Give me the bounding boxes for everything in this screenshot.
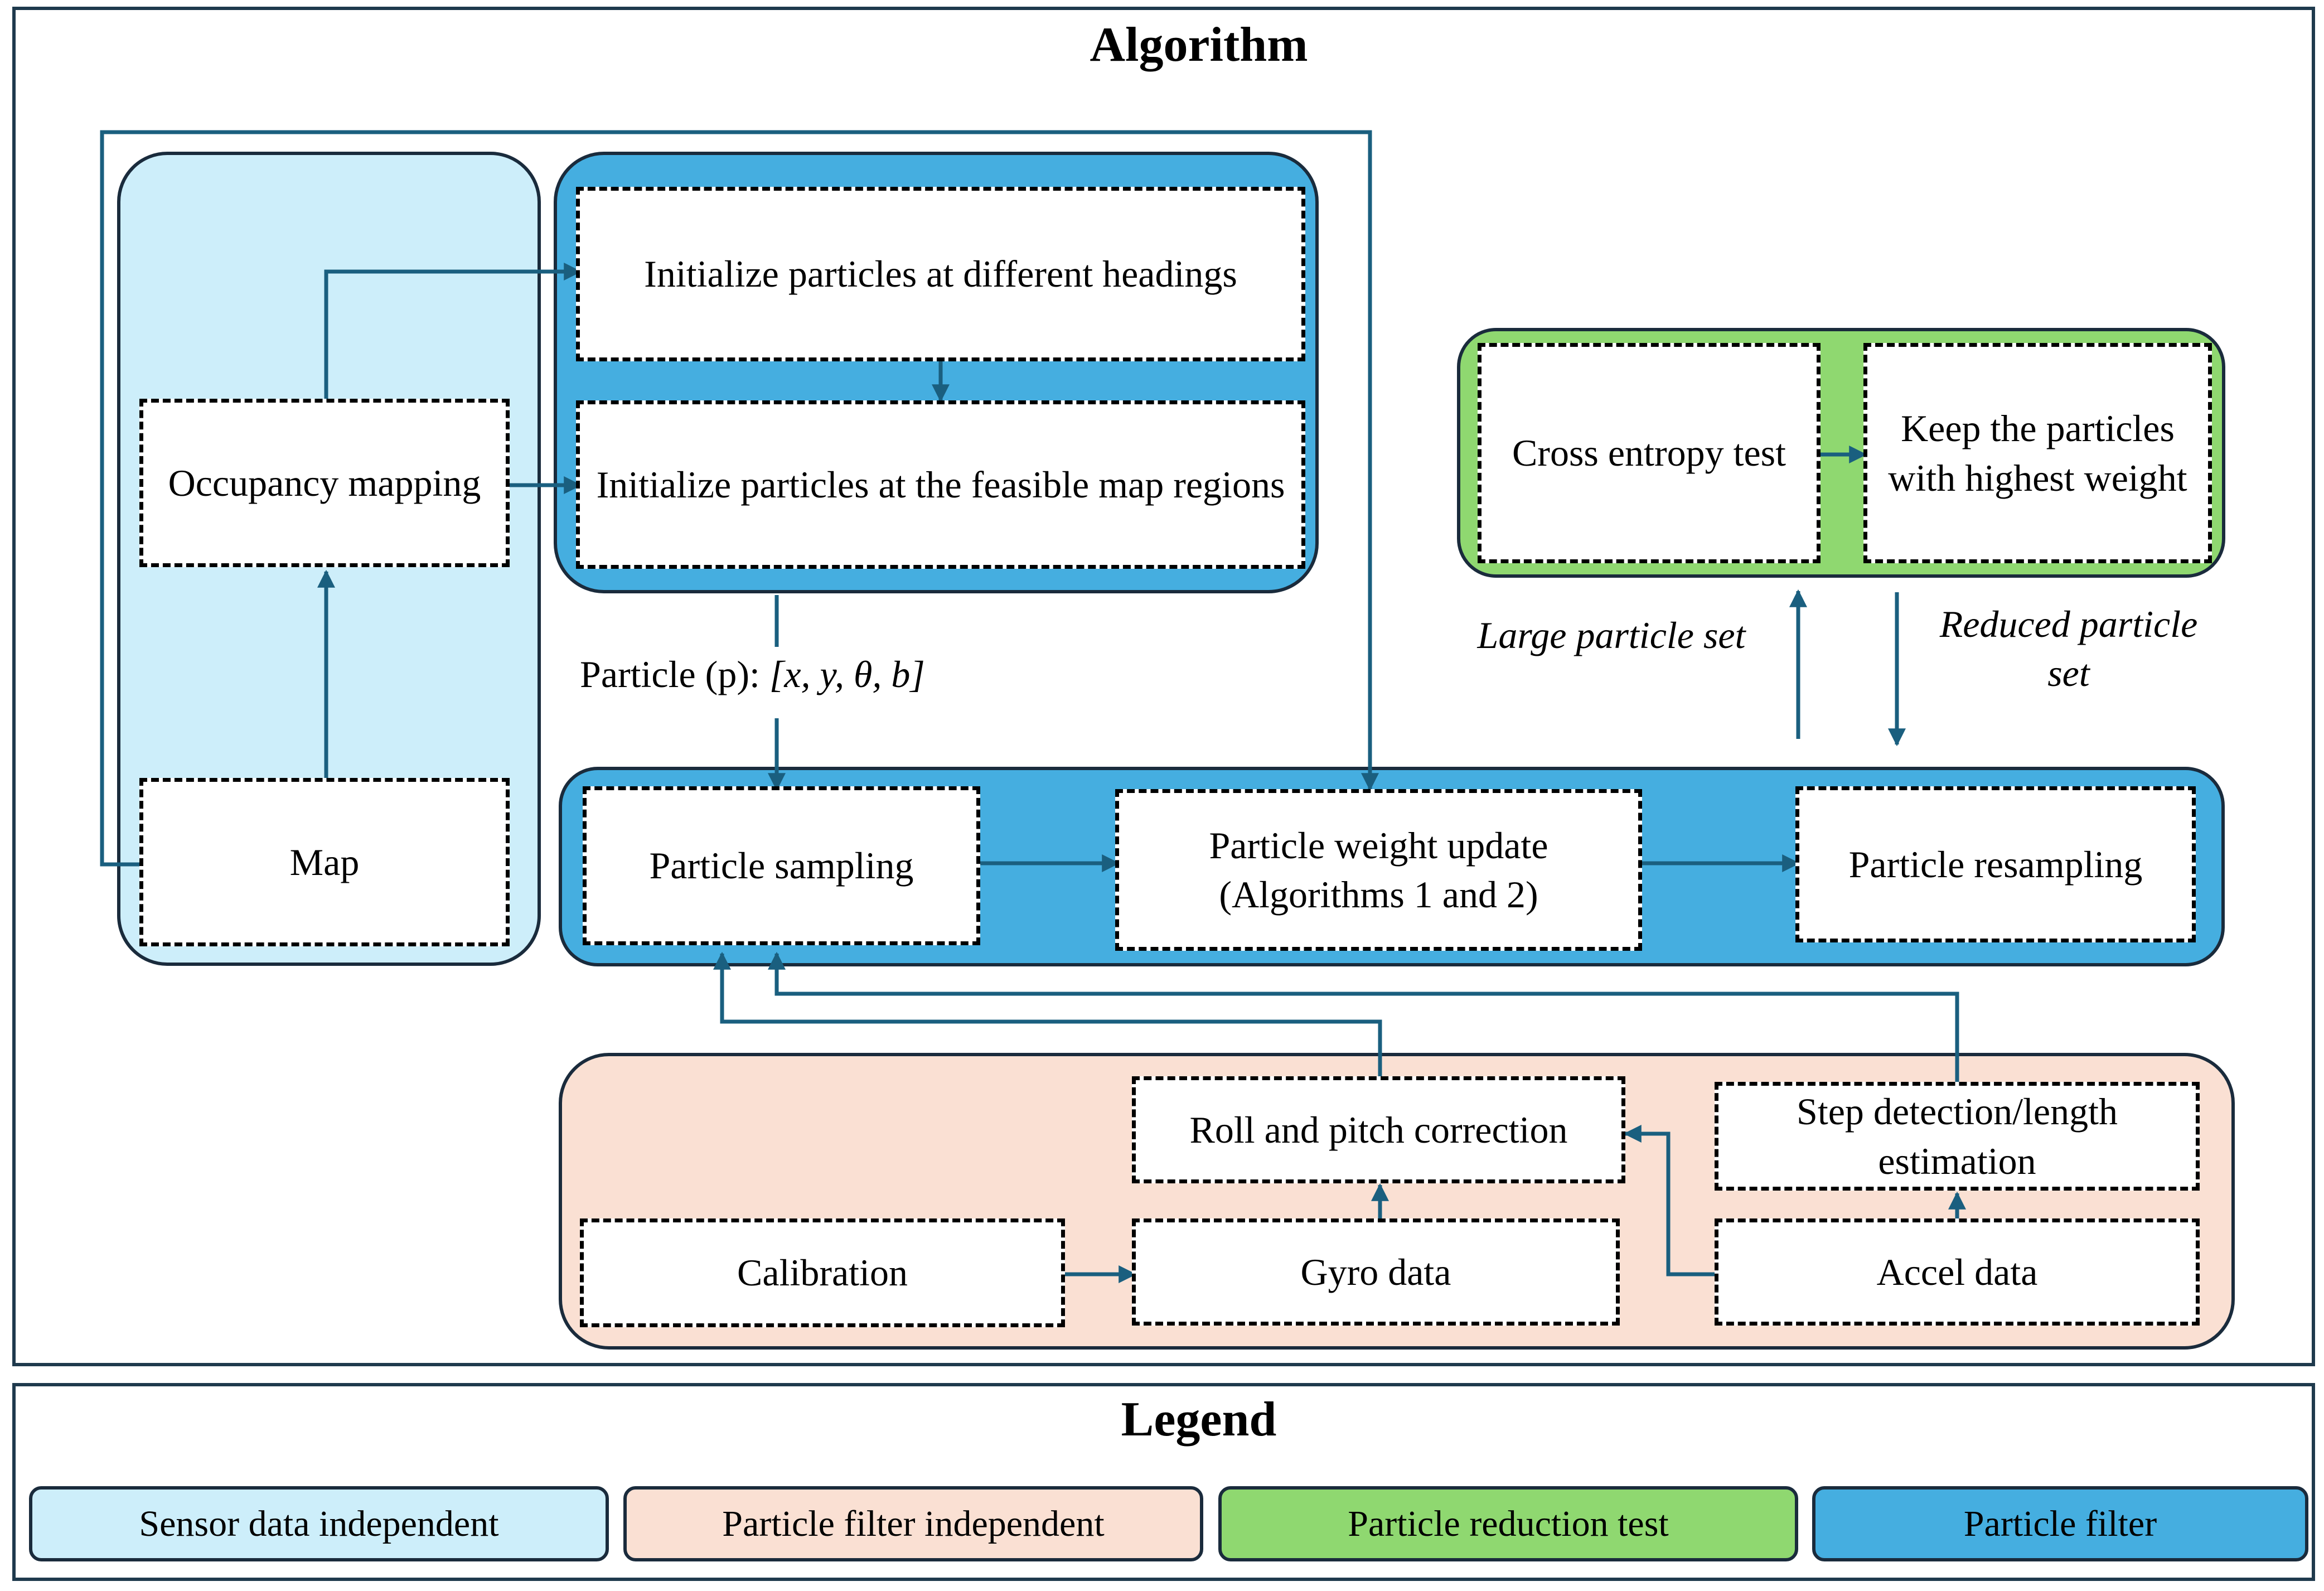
- legend-item-reduction-test: Particle reduction test: [1218, 1486, 1798, 1561]
- accel-box: Accel data: [1715, 1218, 2200, 1326]
- legend-frame: [12, 1383, 2315, 1581]
- legend-item-particle-filter: Particle filter: [1812, 1486, 2308, 1561]
- step-detection-box: Step detection/length estimation: [1715, 1082, 2200, 1191]
- gyro-box: Gyro data: [1132, 1218, 1620, 1326]
- cross-entropy-box: Cross entropy test: [1478, 343, 1821, 563]
- algorithm-title: Algorithm: [1090, 18, 1308, 72]
- large-set-label: Large particle set: [1477, 614, 1746, 656]
- init-headings-box: Initialize particles at different headin…: [576, 187, 1305, 361]
- arrow-step-to-sampling: [768, 951, 1959, 1085]
- reduced-set-label: Reduced particle set: [1939, 603, 2198, 695]
- keep-particles-box: Keep the particles with highest weight: [1863, 343, 2212, 563]
- weight-update-box: Particle weight update (Algorithms 1 and…: [1115, 789, 1642, 951]
- particle-state-label: Particle (p): [x, y, θ, b]: [580, 650, 1004, 711]
- arrow-accel-to-rollpitch: [1623, 1125, 1716, 1276]
- legend-item-pf-independent: Particle filter independent: [623, 1486, 1203, 1561]
- particle-state-prefix: Particle (p):: [580, 653, 769, 695]
- calibration-box: Calibration: [580, 1218, 1065, 1327]
- init-feasible-box: Initialize particles at the feasible map…: [576, 400, 1305, 569]
- legend-item-sensor-independent: Sensor data independent: [29, 1486, 609, 1561]
- map-box: Map: [139, 778, 510, 946]
- particle-sampling-box: Particle sampling: [583, 786, 980, 945]
- particle-state-vector: [x, y, θ, b]: [769, 653, 925, 695]
- roll-pitch-box: Roll and pitch correction: [1132, 1076, 1625, 1183]
- arrow-map-to-weight-update: [100, 130, 1379, 867]
- arrow-rollpitch-to-sampling: [713, 951, 1382, 1079]
- arrow-occupancy-to-headings: [324, 263, 582, 399]
- occupancy-mapping-box: Occupancy mapping: [139, 399, 510, 567]
- legend-title: Legend: [1121, 1392, 1277, 1447]
- algorithm-frame: [12, 7, 2315, 1366]
- resampling-box: Particle resampling: [1795, 786, 2196, 942]
